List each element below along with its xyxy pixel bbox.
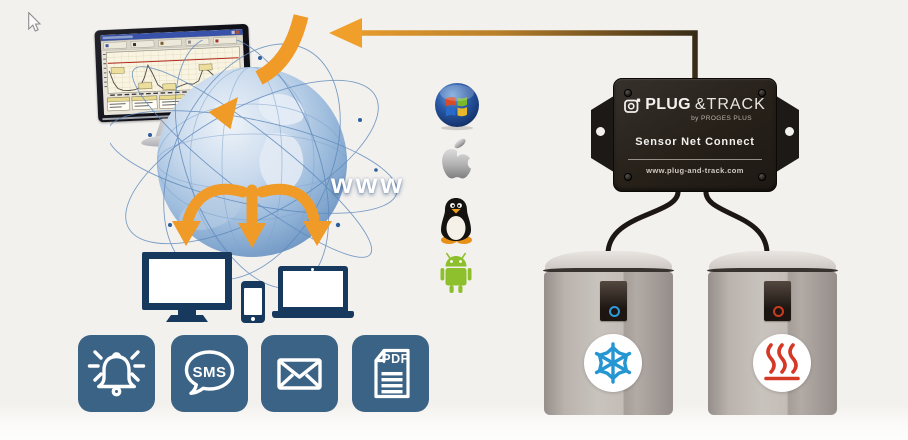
linux-tux-icon [441, 198, 472, 244]
fan-arrowheads [172, 221, 332, 248]
internet-globe: www [106, 35, 410, 300]
logger-logo-icon [624, 98, 641, 113]
device-body: PLUG&TRACK by PROGES PLUS Sensor Net Con… [613, 78, 777, 192]
mouse-cursor-icon [28, 12, 42, 32]
screw-icon [758, 173, 766, 181]
mounting-hole-right [785, 127, 794, 136]
sensor-net-connect-device: PLUG&TRACK by PROGES PLUS Sensor Net Con… [591, 76, 799, 194]
sms-tile: SMS [171, 335, 248, 412]
pdf-tile: PDF [352, 335, 429, 412]
heat-waves-icon [764, 343, 800, 381]
screw-icon [624, 173, 632, 181]
smartphone-icon [241, 281, 265, 323]
apple-logo-icon [442, 138, 472, 179]
alarm-bell-icon [87, 350, 146, 397]
android-robot-icon [440, 252, 472, 293]
device-to-software-arrow [329, 18, 698, 86]
cold-storage-container [543, 251, 674, 417]
windows-logo-icon [435, 83, 479, 131]
sms-label: SMS [192, 364, 227, 381]
alarm-tile [78, 335, 155, 412]
pdf-label: PDF [382, 352, 409, 366]
power-indicator-icon [773, 306, 784, 317]
mounting-hole-left [596, 127, 605, 136]
screw-icon [758, 89, 766, 97]
screw-icon [624, 89, 632, 97]
heat-badge [753, 334, 811, 392]
brand-name-light: &TRACK [694, 96, 766, 113]
cold-badge [584, 334, 642, 392]
globe-graphic [106, 35, 398, 289]
label-divider [628, 159, 762, 160]
control-panel [764, 281, 791, 321]
product-name: Sensor Net Connect [635, 136, 755, 148]
sms-bubble-icon [184, 350, 235, 395]
email-tile [261, 335, 338, 412]
www-label: www [330, 168, 406, 199]
container-seam [707, 268, 838, 273]
desktop-computer-icon [142, 252, 232, 322]
warm-storage-container [707, 251, 838, 417]
software-to-internet-arrow [208, 14, 309, 130]
container-seam [543, 268, 674, 273]
internet-to-devices-arrows [182, 183, 320, 227]
snowflake-icon [594, 342, 632, 384]
device-url: www.plug-and-track.com [646, 166, 744, 175]
control-panel [600, 281, 627, 321]
brand-byline: by PROGES PLUS [691, 115, 752, 122]
power-indicator-icon [609, 306, 620, 317]
brand-logo: PLUG&TRACK [614, 96, 776, 114]
sensor-cables [605, 187, 770, 259]
email-envelope-icon [277, 358, 322, 390]
pdf-document-icon [374, 348, 410, 399]
brand-name-bold: PLUG [645, 96, 691, 113]
laptop-icon [272, 266, 354, 319]
